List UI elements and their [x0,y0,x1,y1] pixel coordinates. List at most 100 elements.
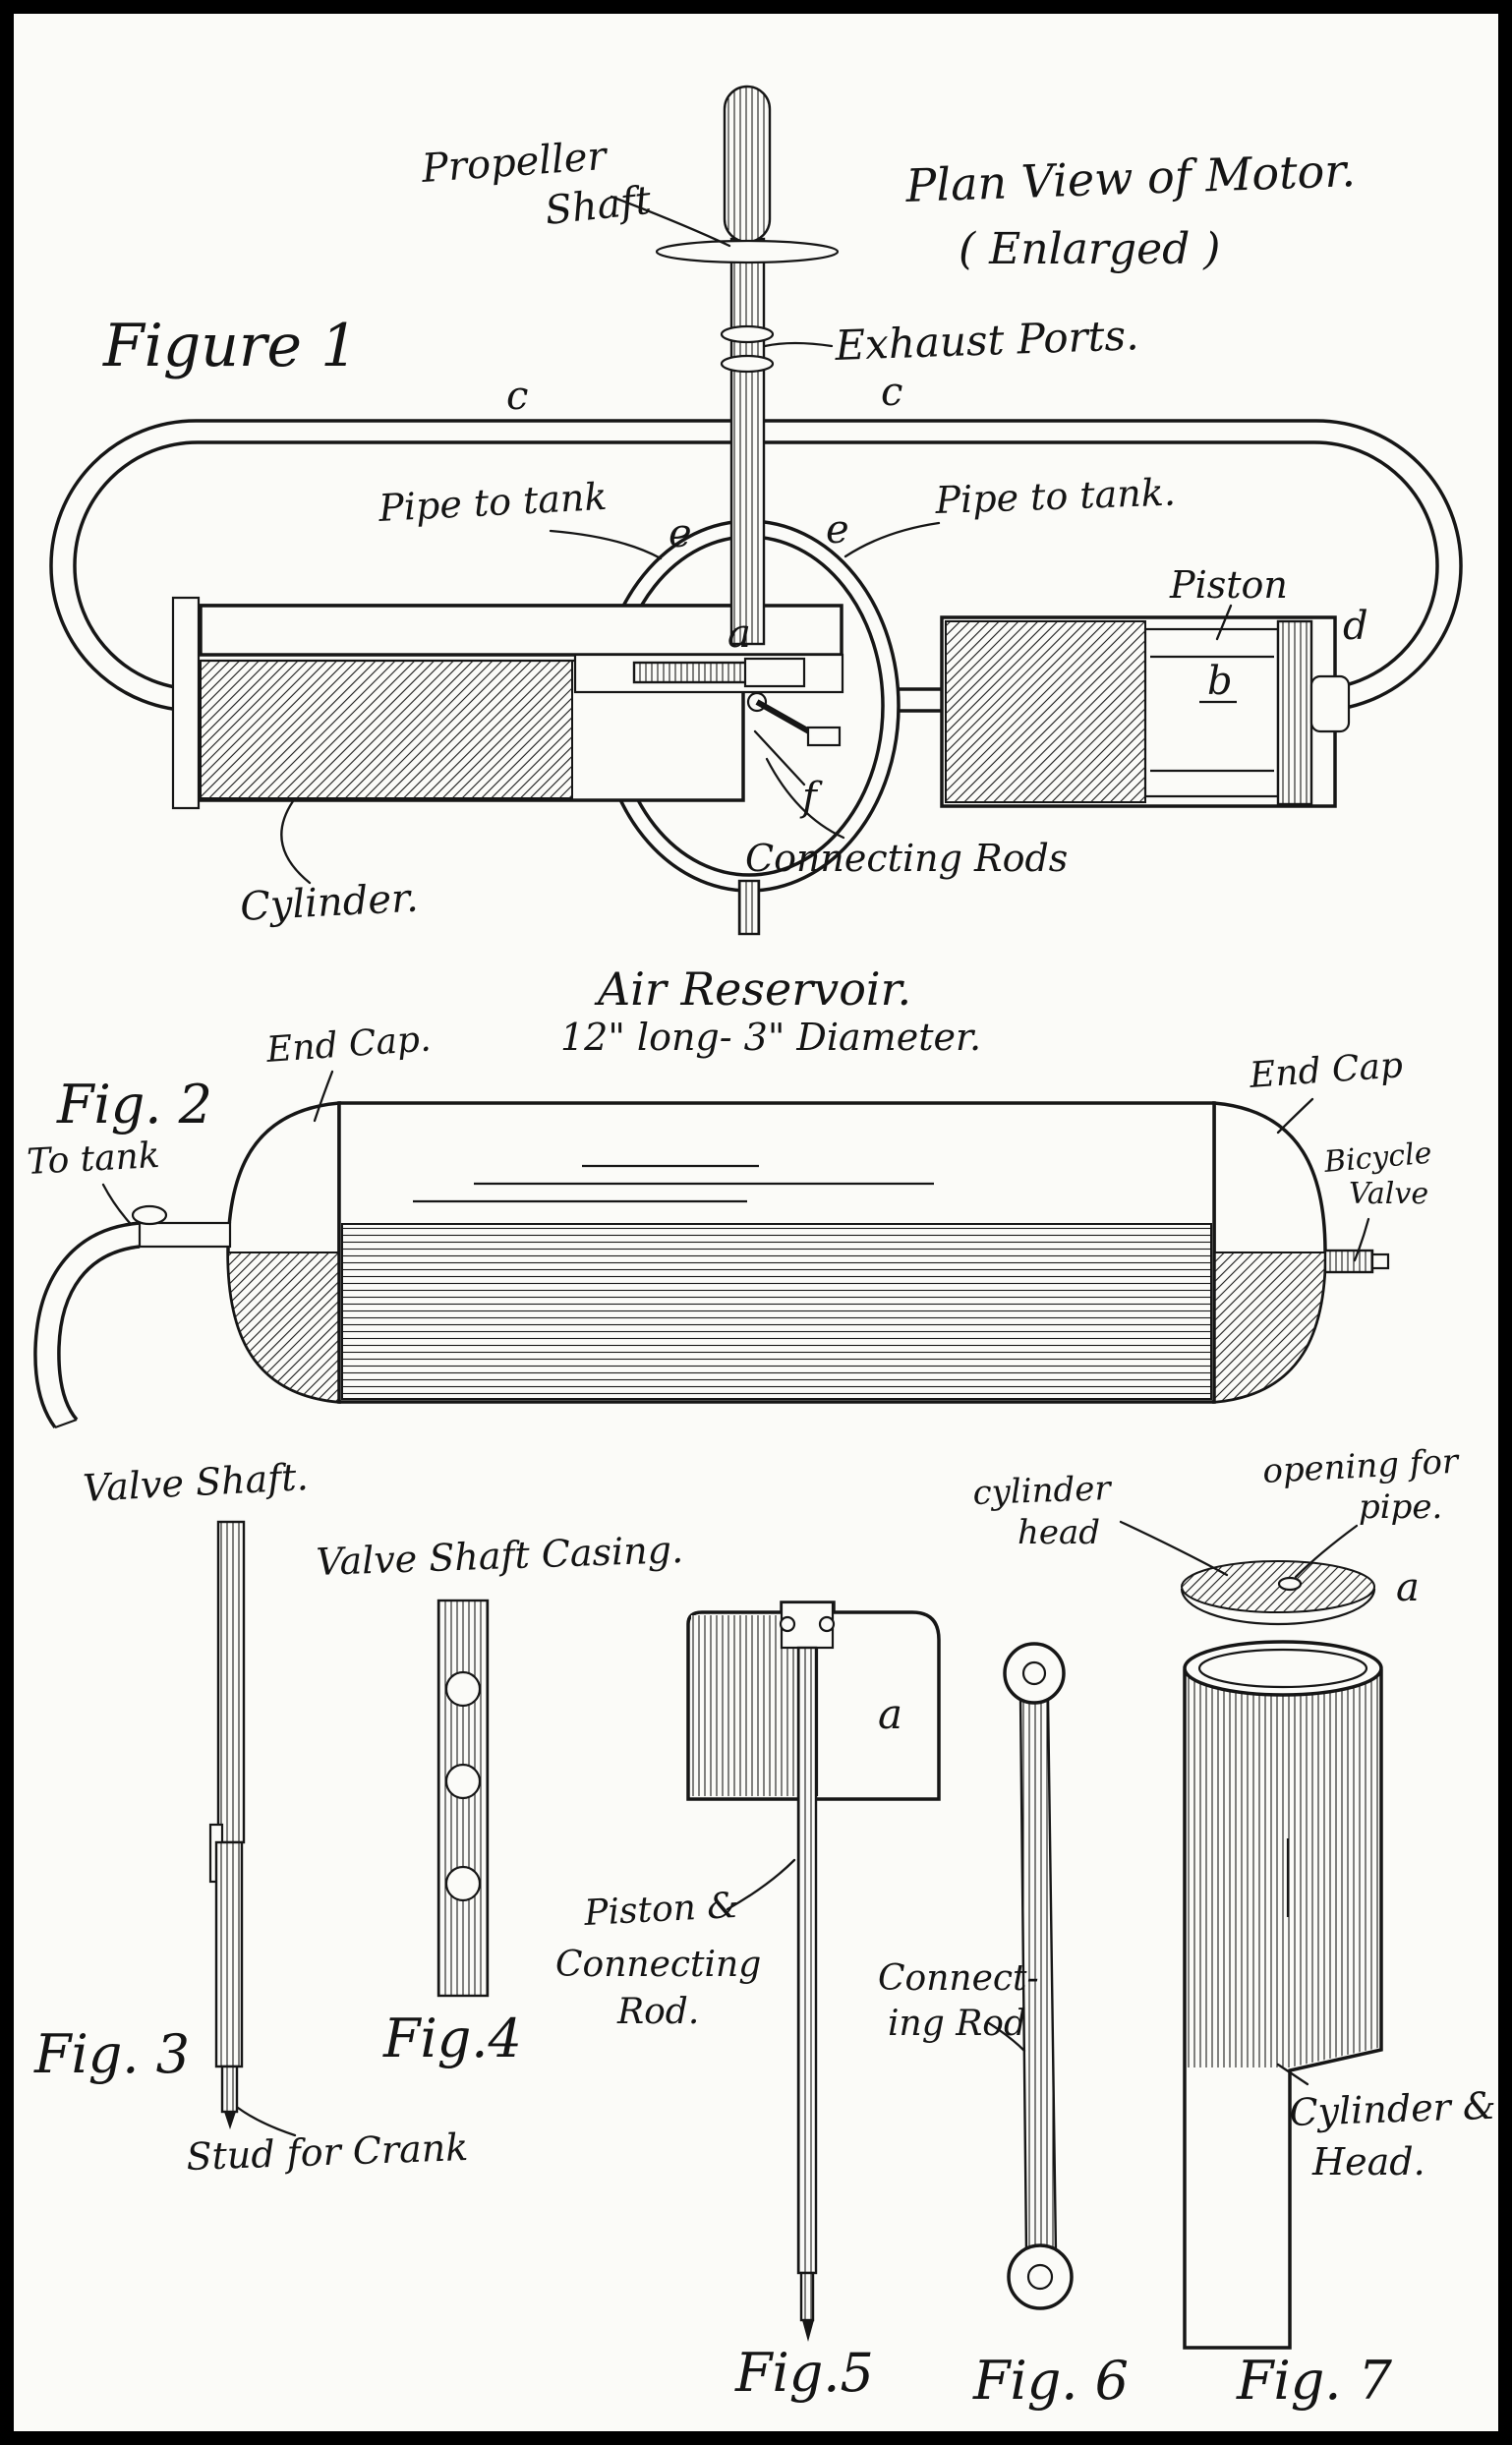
figure1-title-line2: ( Enlarged ) [959,224,1220,274]
fig6-caption: Fig. 6 [972,2350,1129,2412]
pipe-left-pointer [549,529,663,560]
bicycle-valve-pointer [1353,1217,1370,1262]
f-pointer [753,729,806,786]
fig6-label-line2: ing Rod [888,2004,1026,2044]
cylinder-pointer [280,799,312,885]
tank-body-hatch [341,1223,1212,1400]
exhaust-collar-lower [720,354,775,374]
figure-3-valve-shaft: Valve Shaft. Fig. 3 Stud for Crank [33,1455,469,2179]
exhaust-collar-upper [720,324,775,344]
exhaust-ports-label: Exhaust Ports. [834,311,1140,370]
letter-e-right: e [826,507,849,553]
right-cylinder [940,615,1351,808]
disc-pipe-hole [1277,1576,1303,1592]
rod-stud [799,2271,815,2322]
figure-2-air-reservoir: Air Reservoir. 12" long- 3" Diameter. Fi… [26,962,1433,1429]
end-knob [1309,674,1351,733]
fig4-caption: Fig.4 [382,2008,522,2069]
connecting-rod-shaft [796,1646,818,2275]
clevis-bolt-left [779,1615,796,1633]
tap-handle [131,1204,168,1226]
lower-shaft-stub [737,879,761,936]
letter-c-right: c [881,370,902,415]
cylinder-body-hatch [1188,1677,1378,2067]
cylinder-head-label-line1: cylinder [972,1469,1113,1513]
letter-b: b [1207,659,1233,704]
to-tank-pointer [101,1183,132,1225]
connecting-rods-label: Connecting Rods [745,837,1068,880]
valve-shaft-lower [214,1840,244,2068]
opening-label-line2: pipe. [1359,1487,1442,1527]
tank-tap [33,1204,232,1429]
end-cap-left-pointer [313,1070,334,1123]
pipe-to-tank-right-label: Pipe to tank. [934,470,1177,522]
exhaust-ports-pointer [763,341,834,348]
casing-hole-1 [444,1670,482,1708]
stud-tip [224,2112,236,2129]
stud-for-crank-label: Stud for Crank [186,2125,469,2179]
figure-1-plan-view: Propeller Shaft Plan View of Motor. ( En… [49,85,1463,936]
cylinder-head-disc [1180,1560,1376,1626]
to-tank-label: To tank [26,1135,160,1183]
fig5-label-line2: Connecting [555,1945,761,1985]
cylinder-body [1183,1640,1383,2350]
cylinder-label: Cylinder. [239,876,419,930]
fig7-caption: Fig. 7 [1236,2350,1393,2412]
letter-e-left: e [669,511,692,556]
bicycle-valve [1323,1249,1390,1274]
fig5-label-line1: Piston & [582,1886,739,1934]
piston-label: Piston [1169,563,1288,607]
reservoir-title: Air Reservoir. [594,962,911,1016]
fig6-label-line1: Connect- [878,1958,1039,1999]
letter-a: a [727,611,751,657]
tank-left-cap-hatch [226,1252,340,1404]
figure-7-cylinder-head: cylinder head opening for pipe. a Cylind… [972,1442,1496,2412]
fig7-label-pointer [1276,2063,1309,2086]
casing-hole-2 [444,1763,482,1800]
fig5-caption: Fig.5 [734,2342,874,2404]
fig6-label-pointer [987,2021,1026,2053]
shaft-flange [655,239,840,264]
left-cylinder-hatch [200,660,573,799]
outlet-pipe-outer [33,1221,141,1429]
fig7-letter-a: a [1396,1565,1420,1610]
rod-eye-top-hole [1021,1660,1047,1686]
end-cap-right-pointer [1276,1097,1314,1135]
piston-pointer [1215,604,1233,641]
letter-d: d [1343,604,1368,649]
connecting-rods-pointer [765,757,845,840]
outlet-pipe-inner [57,1245,141,1422]
fig5-label-line3: Rod. [616,1992,699,2032]
fig2-caption: Fig. 2 [56,1074,212,1135]
cylinder-head-pointer [1119,1520,1229,1577]
figure1-caption: Figure 1 [102,312,358,380]
letter-c-left: c [506,374,528,419]
figure-5-piston-rod: a Piston & Connecting Rod. Fig.5 [555,1601,941,2404]
propeller-shaft-pointer [610,195,731,248]
fig5-label-pointer [726,1858,796,1911]
casing-tube [436,1599,490,1998]
disc-underside [1180,1588,1376,1626]
pipe-right-pointer [843,521,941,558]
reservoir-tank [226,1101,1327,1404]
cylinder-mouth [1183,1640,1383,1697]
figure-6-connecting-rod: Connect- ing Rod Fig. 6 [878,1642,1129,2412]
propeller-shaft [655,85,840,646]
figure-4-valve-shaft-casing: Valve Shaft Casing. Fig.4 [316,1528,684,2069]
propeller-shaft-label-line2: Shaft [543,178,654,234]
right-end-plate [1276,619,1313,806]
fig3-caption: Fig. 3 [33,2023,190,2085]
opening-pointer [1294,1524,1359,1579]
fig7-label-line1: Cylinder & [1289,2084,1497,2134]
fig7-label-line2: Head. [1311,2140,1425,2183]
right-cylinder-hatch [945,620,1146,803]
rod-eye-bottom-hole [1026,2263,1054,2291]
left-end-cap [171,596,201,810]
fig5-letter-a: a [878,1690,902,1738]
crank-mechanism [573,653,844,747]
crank-stud [220,2065,239,2114]
cylinder-head-label-line2: head [1018,1513,1100,1552]
